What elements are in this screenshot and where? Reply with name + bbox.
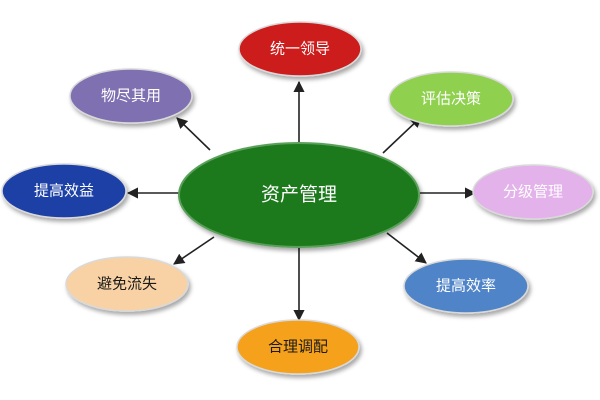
node-bottom-label: 合理调配	[268, 338, 328, 356]
node-top-right-ellipse	[388, 71, 514, 127]
node-bottom-ellipse	[236, 319, 360, 375]
node-bottom-right: 提高效率	[403, 258, 529, 314]
connector-arrows	[126, 80, 477, 322]
node-left: 提高效益	[1, 163, 127, 219]
node-right-ellipse	[472, 164, 594, 220]
node-top-right-label: 评估决策	[421, 90, 481, 108]
center-node: 资产管理	[178, 142, 420, 248]
node-top-left-ellipse	[69, 68, 193, 124]
node-top-right: 评估决策	[388, 71, 514, 127]
node-bottom-left-label: 避免流失	[97, 275, 157, 293]
node-top-label: 统一领导	[270, 40, 330, 58]
arrow-to-bottom-left	[173, 236, 215, 265]
arrow-to-top-right	[382, 116, 422, 154]
node-right-label: 分级管理	[503, 183, 563, 201]
node-bottom-left-ellipse	[65, 256, 189, 312]
node-left-label: 提高效益	[34, 182, 94, 200]
node-bottom: 合理调配	[236, 319, 360, 375]
arrow-to-top-left	[176, 117, 211, 151]
center-label: 资产管理	[261, 184, 337, 206]
node-left-ellipse	[1, 163, 127, 219]
arrow-to-bottom-right	[386, 232, 427, 264]
center-ellipse	[178, 142, 420, 248]
node-top-left-label: 物尽其用	[101, 87, 161, 105]
node-top-left: 物尽其用	[69, 68, 193, 124]
node-bottom-right-label: 提高效率	[436, 277, 496, 295]
node-top: 统一领导	[238, 21, 362, 77]
node-right: 分级管理	[472, 164, 594, 220]
node-bottom-left: 避免流失	[65, 256, 189, 312]
node-bottom-right-ellipse	[403, 258, 529, 314]
node-top-ellipse	[238, 21, 362, 77]
